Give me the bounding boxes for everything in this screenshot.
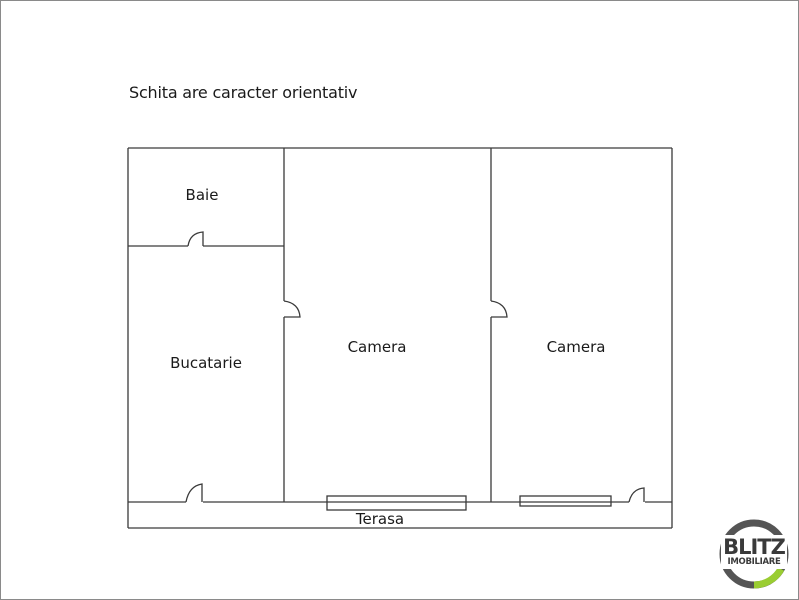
- door-camera2-icon: [490, 300, 508, 318]
- room-label-bucatarie: Bucatarie: [170, 354, 242, 372]
- door-camera2-terrace-icon: [628, 487, 645, 503]
- door-baie-icon: [187, 231, 204, 247]
- disclaimer-note: Schita are caracter orientativ: [129, 83, 358, 102]
- room-label-camera-1: Camera: [347, 338, 407, 356]
- logo-ring-icon: [719, 519, 789, 589]
- window-camera2-icon: [519, 495, 612, 507]
- window-camera1-icon: [326, 495, 467, 511]
- blitz-logo: BLITZ IMOBILIARE: [718, 518, 790, 590]
- logo-text-imobiliare: IMOBILIARE: [727, 557, 781, 567]
- logo-text-blitz: BLITZ: [723, 535, 786, 559]
- room-label-baie: Baie: [185, 186, 219, 204]
- door-bucatarie-icon: [185, 483, 203, 503]
- room-label-camera-2: Camera: [546, 338, 606, 356]
- room-label-terasa: Terasa: [355, 510, 405, 528]
- door-camera1-icon: [283, 300, 301, 318]
